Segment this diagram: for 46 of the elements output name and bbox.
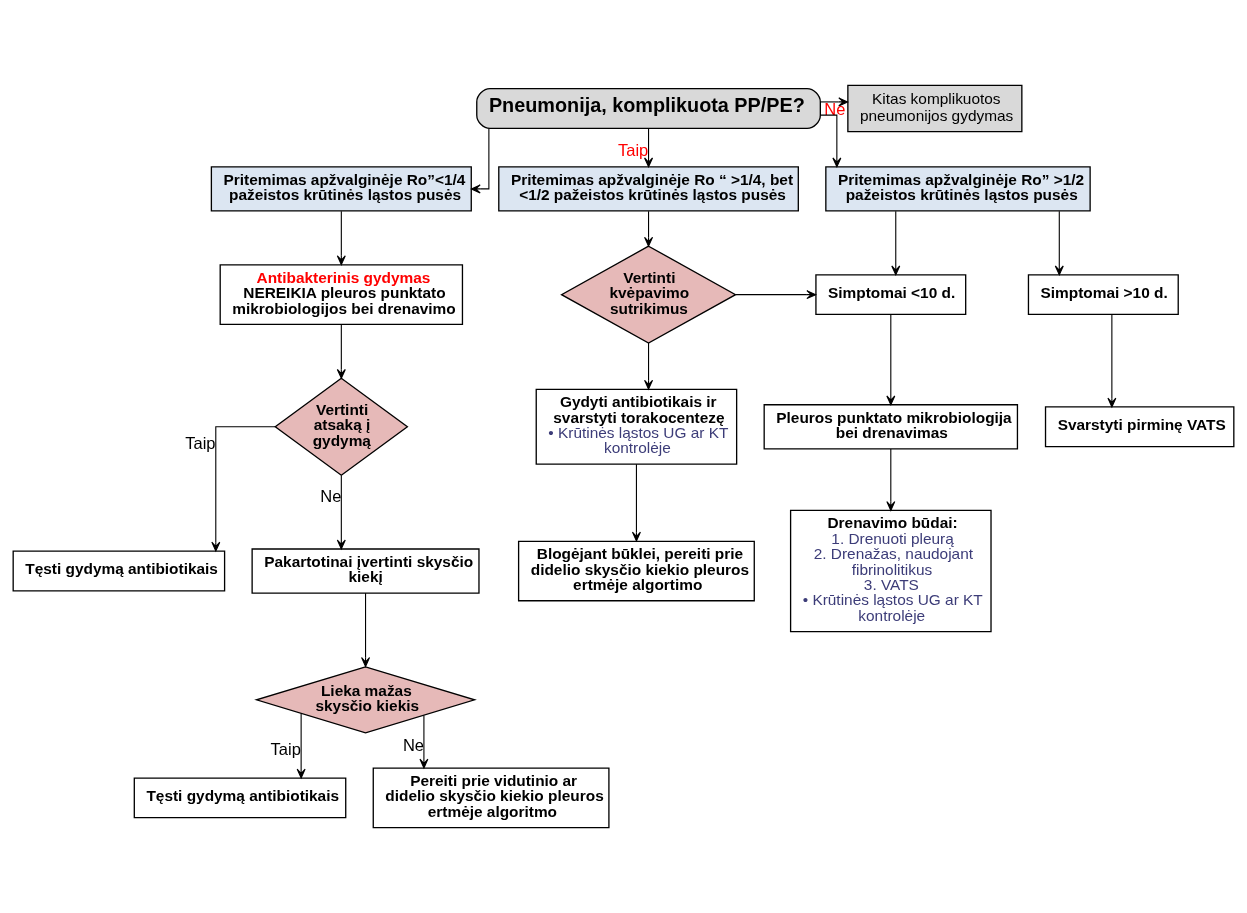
edge-label: Taip bbox=[617, 141, 649, 160]
arrow bbox=[1107, 314, 1117, 408]
node-box: Gydyti antibiotikais ir svarstyti torakocentezę • Krūtinės ląstos UG ar KT kontrolėje bbox=[535, 388, 738, 465]
node-box: Tęsti gydymą antibiotikais bbox=[12, 550, 226, 592]
node-diamond: Vertinti atsaką į gydymą bbox=[274, 377, 409, 477]
arrow bbox=[644, 127, 654, 168]
arrow bbox=[891, 210, 901, 276]
arrow bbox=[296, 712, 306, 779]
node-box: Simptomai <10 d. bbox=[815, 274, 967, 316]
arrow bbox=[886, 314, 896, 406]
node-box: Svarstyti pirminę VATS bbox=[1044, 406, 1235, 448]
node-box: Pneumonija, komplikuota PP/PE? bbox=[476, 88, 821, 129]
arrow bbox=[361, 592, 371, 667]
arrow bbox=[336, 324, 346, 379]
node-box: Kitas komplikuotos pneumonijos gydymas bbox=[847, 84, 1023, 133]
node-box: Pritemimas apžvalginėje Ro”<1/4 pažeistos krūtinės ląstos pusės bbox=[210, 166, 472, 212]
arrow bbox=[336, 210, 346, 266]
arrow bbox=[336, 475, 346, 550]
node-box: Pritemimas apžvalginėje Ro” >1/2 pažeistos krūtinės ląstos pusės bbox=[825, 166, 1091, 212]
node-box: Pritemimas apžvalginėje Ro “ >1/4, bet <1/2 pažeistos krūtinės ląstos pusės bbox=[498, 166, 799, 212]
edge-label: Ne bbox=[320, 487, 342, 506]
edge-label: Taip bbox=[185, 434, 216, 453]
node-box: Simptomai >10 d. bbox=[1027, 274, 1179, 316]
node-box: Pereiti prie vidutinio ar didelio skysčio kiekio pleuros ertmėje algoritmo bbox=[372, 767, 610, 829]
arrow bbox=[819, 114, 842, 168]
arrow bbox=[1054, 210, 1064, 276]
arrow bbox=[644, 210, 654, 247]
arrow bbox=[470, 127, 490, 194]
node-box: Pleuros punktato mikrobiologija bei drenavimas bbox=[763, 404, 1019, 450]
node-diamond: Lieka mažas skysčio kiekis bbox=[254, 666, 477, 734]
node-box: Antibakterinis gydymas NEREIKIA pleuros punktato mikrobiologijos bei drenavimo bbox=[219, 264, 464, 326]
arrow bbox=[886, 448, 896, 511]
edge-label: Ne bbox=[824, 100, 846, 119]
arrow bbox=[211, 426, 276, 552]
edge-label: Taip bbox=[270, 739, 301, 758]
node-box: Blogėjant būklei, pereiti prie didelio skysčio kiekio pleuros ertmėje algortimo bbox=[517, 540, 755, 602]
node-box: Tęsti gydymą antibiotikais bbox=[133, 777, 347, 819]
arrow bbox=[735, 290, 817, 300]
arrow bbox=[644, 342, 654, 390]
arrow bbox=[631, 463, 641, 542]
arrow bbox=[819, 97, 849, 107]
node-box: Drenavimo būdai: 1. Drenuoti pleurą 2. Drenažas, naudojant fibrinolitikus 3. VATS • Krūtinės ląstos UG ar KT kontrolėje bbox=[789, 509, 992, 633]
edge-label: Ne bbox=[402, 735, 424, 754]
node-diamond: Vertinti kvėpavimo sutrikimus bbox=[560, 245, 737, 344]
node-box: Pakartotinai įvertinti skysčio kiekį bbox=[251, 548, 480, 594]
arrow bbox=[419, 715, 429, 769]
